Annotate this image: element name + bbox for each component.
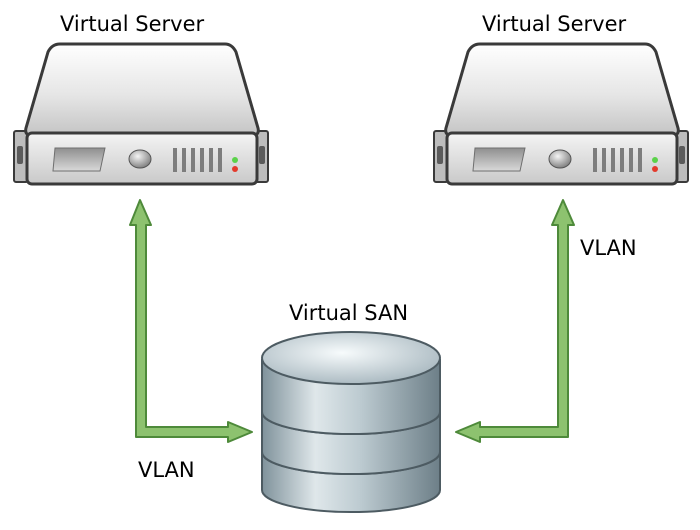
vlan-label-left: VLAN [138, 458, 195, 482]
server-icon [433, 42, 689, 186]
server-label-right: Virtual Server [482, 12, 627, 36]
server-label-left: Virtual Server [60, 12, 205, 36]
vlan-link-left [129, 199, 253, 443]
vlan-link-right [455, 199, 575, 443]
vlan-label-right: VLAN [580, 236, 637, 260]
database-icon [261, 331, 441, 513]
san-label: Virtual SAN [289, 301, 409, 325]
server-icon [13, 42, 269, 186]
